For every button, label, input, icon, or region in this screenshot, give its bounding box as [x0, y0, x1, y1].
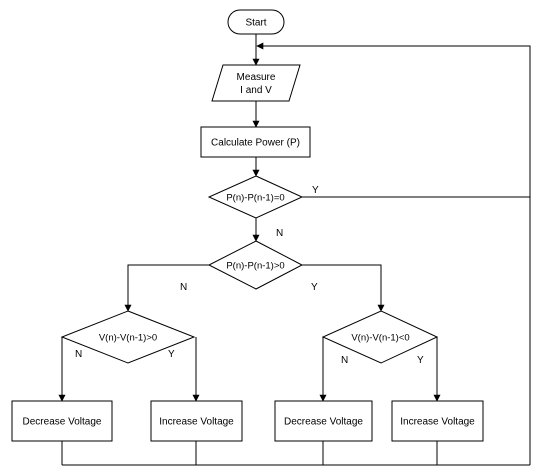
check-voltage-right-node: V(n)-V(n-1)<0 [321, 310, 439, 364]
action-1-node: Decrease Voltage [11, 400, 113, 442]
action-3-label: Decrease Voltage [284, 417, 363, 428]
calculate-label: Calculate Power (P) [211, 138, 300, 149]
action-3-node: Decrease Voltage [274, 400, 373, 442]
label-equal-yes: Y [312, 185, 319, 196]
start-node: Start [227, 9, 285, 35]
label-greater-yes: Y [311, 282, 318, 293]
edge-feedback-loop [256, 42, 531, 465]
label-right-no: N [341, 355, 348, 366]
check-equal-node: P(n)-P(n-1)=0 [207, 175, 304, 219]
label-equal-no: N [276, 228, 283, 239]
label-greater-no: N [180, 282, 187, 293]
action-2-label: Increase Voltage [159, 417, 234, 428]
action-4-node: Increase Voltage [391, 400, 484, 442]
measure-label-line1: Measure [237, 72, 276, 83]
label-left-yes: Y [168, 349, 175, 360]
calculate-node: Calculate Power (P) [200, 126, 311, 158]
check-voltage-right-label: V(n)-V(n-1)<0 [351, 333, 409, 344]
edge-greater-yes [302, 264, 385, 312]
action-2-node: Increase Voltage [150, 400, 243, 442]
check-greater-label: P(n)-P(n-1)>0 [226, 261, 284, 272]
label-left-no: N [75, 349, 82, 360]
check-equal-label: P(n)-P(n-1)=0 [226, 193, 284, 204]
check-greater-node: P(n)-P(n-1)>0 [207, 240, 304, 290]
start-label: Start [245, 18, 266, 29]
action-4-label: Increase Voltage [400, 417, 475, 428]
edge-greater-no [124, 264, 209, 312]
check-voltage-left-label: V(n)-V(n-1)>0 [99, 333, 157, 344]
measure-label-line2: I and V [240, 85, 272, 96]
check-voltage-left-node: V(n)-V(n-1)>0 [60, 310, 196, 364]
action-1-label: Decrease Voltage [23, 417, 102, 428]
label-right-yes: Y [417, 355, 424, 366]
measure-node: Measure I and V [211, 64, 301, 102]
